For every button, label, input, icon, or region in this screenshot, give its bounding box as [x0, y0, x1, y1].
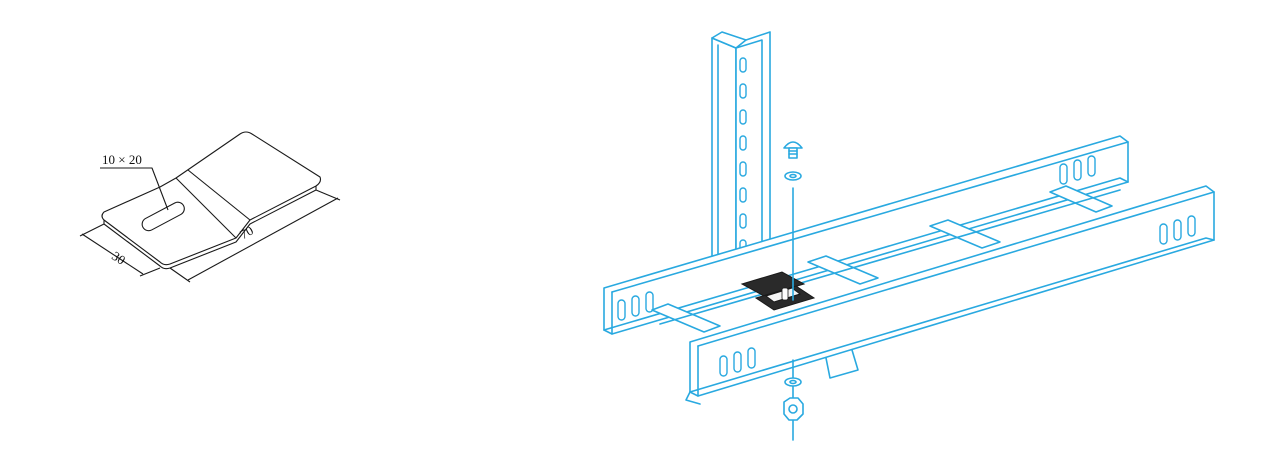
length-dimension-line — [187, 197, 339, 281]
slot-leader — [100, 167, 169, 211]
width-extension-line — [79, 223, 105, 237]
slot-dimension-label: 10 × 20 — [102, 152, 142, 167]
plate-edge — [103, 186, 317, 270]
lower-washer-icon — [784, 377, 802, 387]
bolt-icon — [783, 141, 803, 159]
column-slots — [739, 57, 747, 255]
splice-plate-icon — [740, 271, 816, 311]
vertical-column-icon — [711, 31, 771, 269]
length-dimension-label: 70 — [237, 223, 256, 242]
slot-icon — [141, 201, 185, 232]
plate-bend-line-2 — [187, 169, 251, 221]
width-dimension-label: 30 — [109, 248, 128, 268]
fastener-assembly — [783, 141, 804, 441]
plate-bend-line — [175, 177, 237, 239]
width-dimension-line — [81, 233, 144, 275]
nut-icon — [783, 397, 804, 421]
assembly-diagram — [603, 31, 1215, 441]
splice-plate-detail: 10 × 20 30 70 — [79, 131, 341, 283]
washer-icon — [784, 171, 802, 181]
length-extension-line — [315, 189, 341, 201]
front-side-rail — [685, 185, 1215, 405]
width-extension-line-2 — [139, 267, 161, 277]
length-extension-line-2 — [169, 267, 191, 283]
